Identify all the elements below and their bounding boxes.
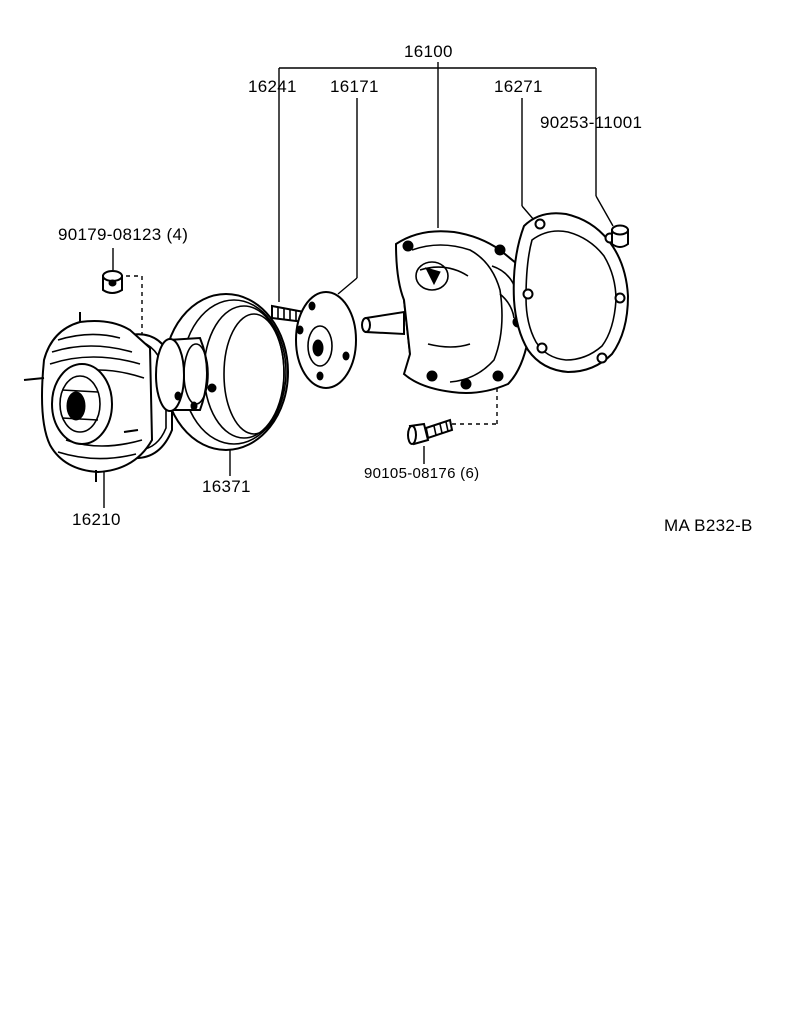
bolt-part <box>407 418 454 446</box>
label-dowel-pin: 90253-11001 <box>540 113 642 132</box>
label-stud: 16241 <box>248 77 297 96</box>
label-nut: 90179-08123 (4) <box>58 225 188 244</box>
label-fluid-coupling: 16210 <box>72 510 121 529</box>
nut-part <box>102 270 123 294</box>
label-bolt: 90105-08176 (6) <box>364 465 479 482</box>
label-pulley: 16371 <box>202 477 251 496</box>
gasket-part <box>512 212 630 374</box>
label-water-pump-assy: 16100 <box>404 42 453 61</box>
dowel-pin-part <box>611 224 629 248</box>
label-fan-pulley-seat: 16171 <box>330 77 379 96</box>
label-gasket: 16271 <box>494 77 543 96</box>
water-pump-part <box>361 230 532 394</box>
label-diagram-code: MA B232-B <box>664 516 753 535</box>
leader-lines <box>103 62 614 508</box>
fan-pulley-seat-part <box>295 291 357 389</box>
fluid-coupling-part <box>23 312 173 482</box>
pulley-part <box>155 293 289 451</box>
